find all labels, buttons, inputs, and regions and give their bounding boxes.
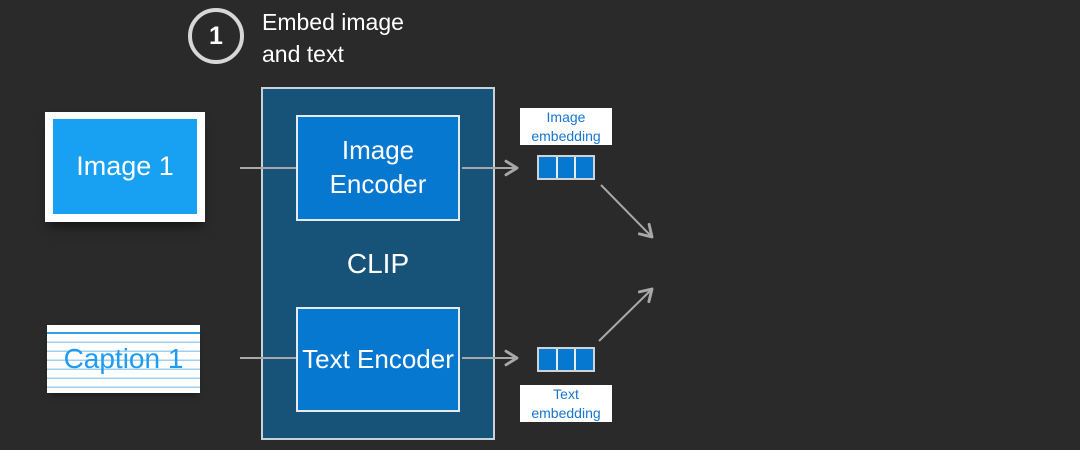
text-encoder-label: Text Encoder bbox=[302, 343, 454, 374]
image-card: Image 1 bbox=[45, 112, 205, 222]
embedding-cell bbox=[539, 349, 556, 370]
embedding-cell bbox=[576, 349, 594, 370]
image-embedding-label: Image embedding bbox=[520, 108, 612, 145]
image-thumbnail: Image 1 bbox=[53, 119, 197, 214]
clip-title: CLIP bbox=[346, 248, 410, 279]
image-encoder-label: Image Encoder bbox=[329, 135, 427, 199]
caption-card-label: Caption 1 bbox=[63, 343, 184, 374]
embedding-cell bbox=[576, 157, 594, 178]
caption-card: Caption 1 bbox=[47, 325, 200, 393]
embedding-cell bbox=[557, 349, 575, 370]
arrow-image-embedding-converge bbox=[600, 184, 654, 239]
caption-ruled-line bbox=[47, 332, 200, 334]
embedding-cell bbox=[557, 157, 575, 178]
image-card-label: Image 1 bbox=[76, 151, 174, 181]
image-encoder-box: Image Encoder bbox=[296, 115, 460, 221]
text-embedding-label: Text embedding bbox=[520, 385, 612, 422]
text-encoder-box: Text Encoder bbox=[296, 307, 460, 412]
arrow-text-embedding-converge bbox=[598, 287, 654, 342]
text-embedding-vector bbox=[537, 347, 595, 372]
embedding-cell bbox=[539, 157, 556, 178]
image-embedding-vector bbox=[537, 155, 595, 180]
step-label: Embed image and text bbox=[262, 9, 404, 67]
step-number: 1 bbox=[209, 21, 223, 50]
step-number-badge: 1 bbox=[188, 8, 244, 64]
